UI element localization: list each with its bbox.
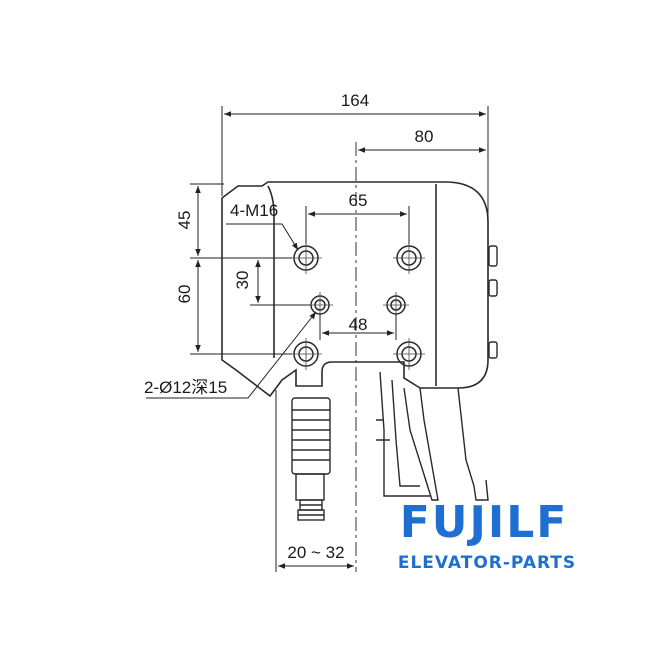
dim-bolt-spacing — [305, 206, 410, 244]
dim-adjust-range-label: 20 ~ 32 — [287, 543, 344, 562]
dim-bolt-spacing-label: 65 — [349, 191, 368, 210]
dim-pin-spacing-label: 48 — [349, 315, 368, 334]
callout-threaded-holes-label: 4-M16 — [230, 201, 278, 220]
callout-pin-holes — [146, 311, 317, 399]
lower-mechanism — [376, 371, 489, 501]
spring-assembly — [291, 397, 331, 521]
side-knobs — [488, 245, 498, 359]
callout-threaded-holes — [226, 223, 299, 251]
dim-overall-width-label: 164 — [341, 91, 369, 110]
dim-hole-offset — [250, 260, 310, 306]
dim-pin-spacing — [319, 314, 397, 340]
dim-overall-width — [221, 106, 489, 220]
brand-tagline: ELEVATOR-PARTS — [398, 553, 576, 573]
brand-logo: FUJILF — [400, 497, 569, 548]
dim-right-width-label: 80 — [415, 127, 434, 146]
hole-centerlines — [290, 242, 425, 370]
mounting-holes — [293, 245, 422, 367]
dim-top-offset-label: 45 — [175, 211, 194, 230]
callout-pin-holes-label: 2-Ø12深15 — [144, 378, 227, 397]
dim-vertical-spacing — [190, 260, 292, 355]
dim-vertical-spacing-label: 60 — [175, 285, 194, 304]
dim-top-offset — [190, 183, 292, 259]
dim-hole-offset-label: 30 — [233, 271, 252, 290]
dim-adjust-range — [275, 390, 354, 572]
